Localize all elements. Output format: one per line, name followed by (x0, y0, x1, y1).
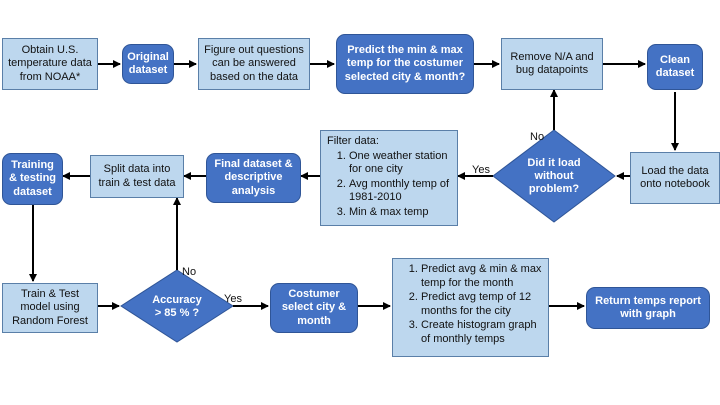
step-costumer-select: Costumer select city & month (270, 283, 358, 333)
predict-item: Create histogram graph of monthly temps (421, 319, 542, 346)
decision-diamond-accuracy (120, 269, 234, 343)
step-train-test-model: Train & Test model using Random Forest (2, 283, 98, 333)
step-split-data: Split data into train & test data (90, 155, 184, 198)
decision-diamond-load (492, 129, 616, 223)
predict-item: Predict avg temp of 12 months for the ci… (421, 291, 542, 318)
step-final-dataset: Final dataset & descriptive analysis (206, 153, 301, 203)
edge-label-yes-accuracy: Yes (224, 293, 242, 305)
decision-load-label: Did it load without problem? (527, 156, 581, 195)
filter-list: One weather station for one city Avg mon… (327, 150, 451, 220)
edge-label-no-load: No (530, 131, 545, 143)
filter-item: Min & max temp (349, 206, 451, 220)
predict-item: Predict avg & min & max temp for the mon… (421, 263, 542, 290)
step-return-report: Return temps report with graph (586, 287, 710, 329)
step-figure-out-questions: Figure out questions can be answered bas… (198, 38, 310, 90)
predict-list: Predict avg & min & max temp for the mon… (399, 263, 542, 347)
filter-heading: Filter data: (327, 135, 379, 147)
step-clean-dataset: Clean dataset (647, 44, 703, 90)
filter-item: One weather station for one city (349, 150, 451, 177)
step-obtain-data: Obtain U.S. temperature data from NOAA* (2, 38, 98, 90)
step-predict-list: Predict avg & min & max temp for the mon… (392, 258, 549, 357)
edge-label-yes-load: Yes (472, 164, 490, 176)
decision-accuracy-label: Accuracy > 85 % ? (152, 294, 202, 319)
filter-item: Avg monthly temp of 1981-2010 (349, 178, 451, 205)
step-load-data: Load the data onto notebook (630, 152, 720, 204)
step-remove-na: Remove N/A and bug datapoints (501, 38, 603, 90)
edge-label-no-accuracy: No (182, 266, 197, 278)
step-training-testing-dataset: Training & testing dataset (2, 153, 63, 205)
step-predict-question: Predict the min & max temp for the costu… (336, 34, 474, 94)
step-original-dataset: Original dataset (122, 44, 174, 84)
step-filter-data: Filter data: One weather station for one… (320, 130, 458, 226)
